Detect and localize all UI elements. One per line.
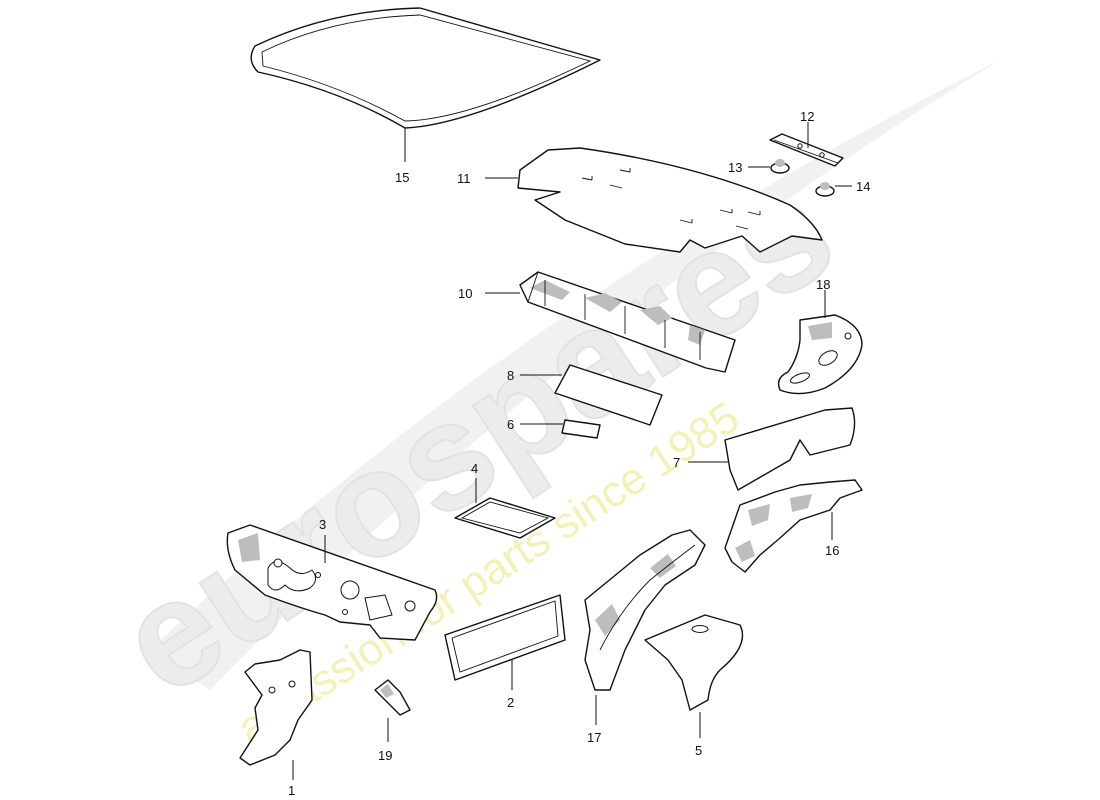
callout-2: 2 (507, 695, 514, 710)
callout-4: 4 (471, 461, 478, 476)
callout-12: 12 (800, 109, 814, 124)
part-14-clip: 14 (815, 179, 870, 197)
part-13-clip: 13 (728, 159, 790, 175)
part-10-foam-block: 10 (458, 271, 736, 373)
part-15-mat: 15 (250, 7, 601, 185)
part-2-flat-pad: 2 (444, 594, 566, 710)
callout-6: 6 (507, 417, 514, 432)
part-5-insulation: 5 (644, 614, 744, 758)
part-16-molded-foam: 16 (724, 479, 863, 573)
watermark-swoosh (150, 60, 1000, 690)
callout-3: 3 (319, 517, 326, 532)
callout-7: 7 (673, 455, 680, 470)
callout-11: 11 (457, 171, 471, 186)
callout-17: 17 (587, 730, 601, 745)
part-11-panel: 11 (457, 147, 823, 253)
callout-14: 14 (856, 179, 870, 194)
callout-10: 10 (458, 286, 472, 301)
part-19-small-bracket: 19 (374, 679, 411, 763)
callout-15: 15 (395, 170, 409, 185)
callout-5: 5 (695, 743, 702, 758)
part-3-side-panel: 3 (226, 517, 438, 641)
part-12-bracket: 12 (769, 109, 844, 167)
part-6-small-pad: 6 (507, 417, 601, 439)
callout-18: 18 (816, 277, 830, 292)
part-4-square-pad: 4 (454, 461, 556, 539)
part-18-plate: 18 (777, 277, 863, 395)
part-1-side-insulation: 1 (239, 649, 313, 798)
callout-13: 13 (728, 160, 742, 175)
callout-1: 1 (288, 783, 295, 798)
part-17-long-foam: 17 (584, 529, 706, 745)
part-7-insulation: 7 (673, 407, 856, 491)
callout-16: 16 (825, 543, 839, 558)
callout-19: 19 (378, 748, 392, 763)
part-8-pad: 8 (507, 364, 663, 426)
callout-8: 8 (507, 368, 514, 383)
